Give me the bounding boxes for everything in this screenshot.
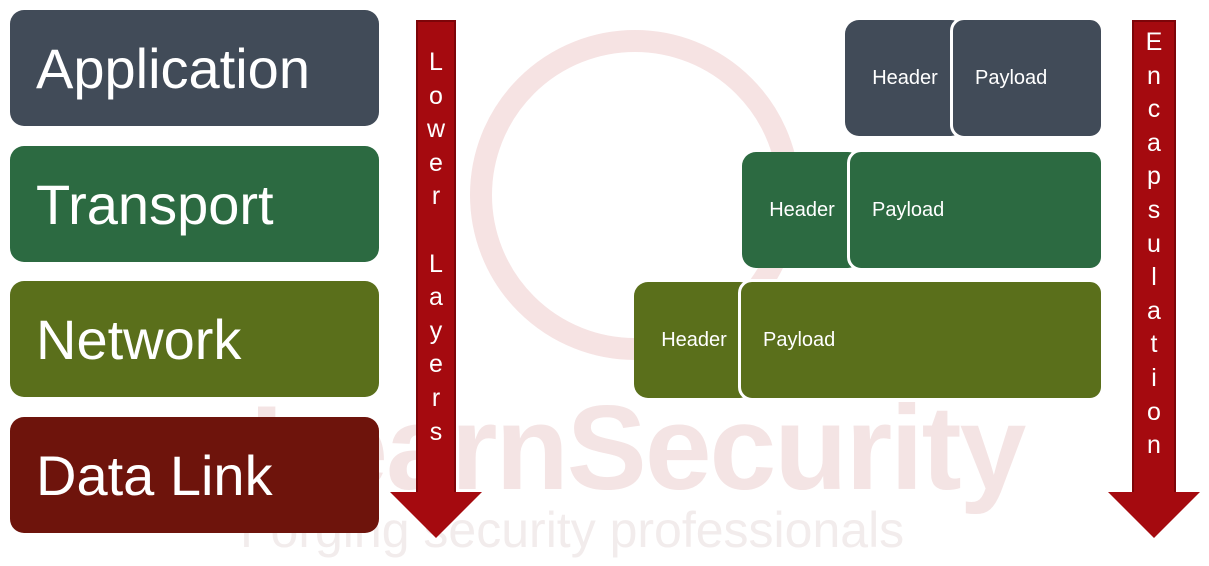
arrow-letter: n xyxy=(1147,431,1161,460)
arrow-letter: l xyxy=(1151,263,1157,292)
packet-payload: Payload xyxy=(738,279,1104,401)
layer-label: Network xyxy=(36,307,242,371)
packet-header: Header xyxy=(742,152,862,268)
arrow-letter: a xyxy=(1147,128,1161,157)
arrow-letter: w xyxy=(426,115,446,144)
layer-network: Network xyxy=(10,281,379,397)
arrow-letter: L xyxy=(429,249,443,278)
arrow-letter: r xyxy=(431,182,441,211)
arrow-letter: E xyxy=(1145,28,1163,56)
arrow-letter: c xyxy=(1147,95,1161,124)
arrow-letter: y xyxy=(429,316,443,345)
arrow-letter: s xyxy=(429,417,443,446)
arrow-letter: e xyxy=(429,148,443,177)
arrow-letter: o xyxy=(429,81,443,110)
watermark-wordmark: LearnSecurity xyxy=(250,381,1026,515)
packet-payload: Payload xyxy=(950,17,1104,139)
arrow-letter: a xyxy=(1147,296,1161,325)
packet-header: Header xyxy=(845,20,965,136)
arrow-letter: L xyxy=(429,48,443,76)
arrow-head xyxy=(1108,492,1200,538)
layer-application: Application xyxy=(10,10,379,126)
layer-data-link: Data Link xyxy=(10,417,379,533)
arrow-letter: i xyxy=(1151,363,1157,392)
arrow-head xyxy=(390,492,482,538)
layer-label: Application xyxy=(36,36,310,100)
arrow-letter: a xyxy=(429,283,443,312)
arrow-letter: p xyxy=(1147,162,1161,191)
arrow-letter: r xyxy=(431,383,441,412)
arrow-letter: s xyxy=(1147,195,1161,224)
layer-label: Data Link xyxy=(36,443,273,507)
arrow-letter xyxy=(433,218,440,252)
arrow-letter: t xyxy=(1150,330,1158,359)
arrow-letter: o xyxy=(1147,397,1161,426)
packet-payload: Payload xyxy=(847,149,1104,271)
arrow-letter: n xyxy=(1147,61,1161,90)
arrow-letter: e xyxy=(429,350,443,379)
layer-label: Transport xyxy=(36,172,274,236)
arrow-letter: u xyxy=(1147,229,1161,258)
packet-header: Header xyxy=(634,282,754,398)
layer-transport: Transport xyxy=(10,146,379,262)
